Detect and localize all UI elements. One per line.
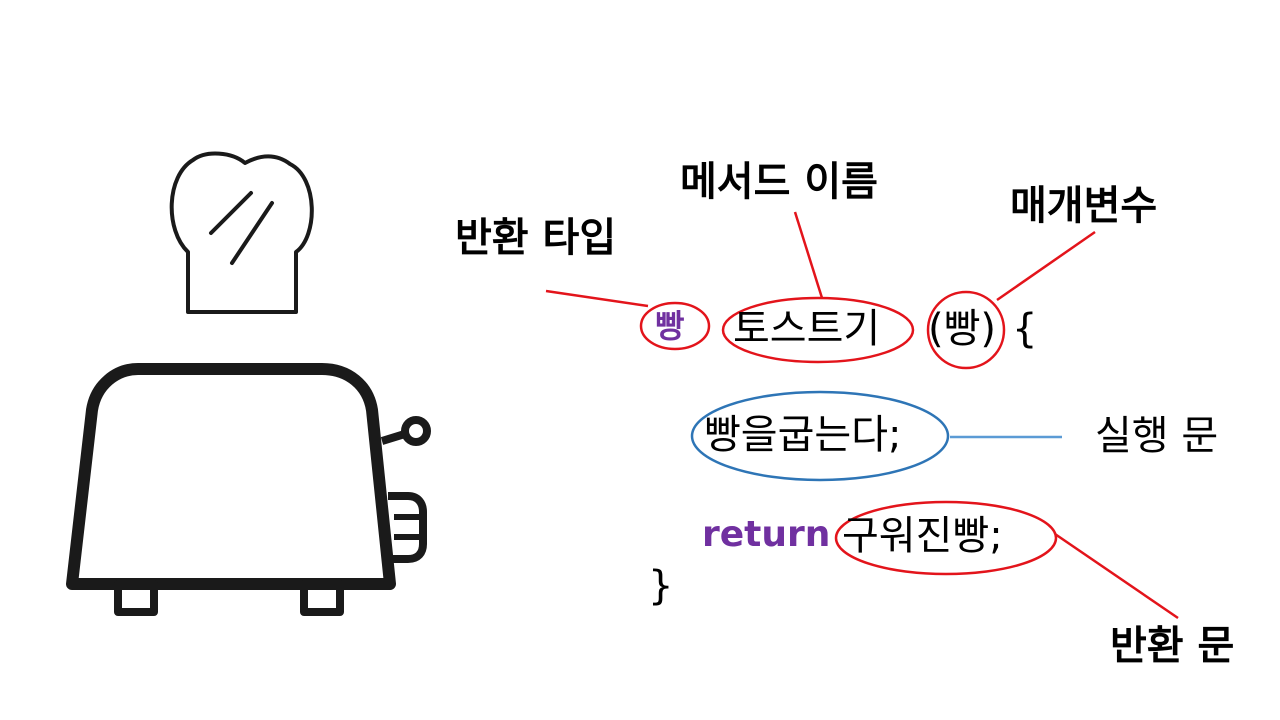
return-type-highlight [639, 301, 711, 351]
code-return-keyword: return [702, 514, 831, 555]
statement-highlight [690, 390, 950, 482]
method-name-label: 메서드 이름 [680, 159, 878, 205]
return-type-connector [545, 289, 649, 308]
code-return-value: 구워진빵; [842, 513, 1003, 559]
parameter-label: 매개변수 [1010, 183, 1158, 229]
parameter-connector [996, 230, 1096, 302]
statement-label: 실행 문 [1095, 413, 1219, 459]
method-name-connector [793, 211, 824, 299]
code-method-name: 토스트기 [733, 306, 881, 352]
code-return-type: 빵 [655, 307, 685, 345]
return-type-label: 반환 타입 [455, 215, 617, 261]
method-name-highlight [721, 296, 915, 364]
parameter-highlight [926, 290, 1006, 370]
toaster-icon [66, 363, 431, 616]
return-value-highlight [834, 500, 1058, 576]
code-statement: 빵을굽는다; [704, 412, 902, 458]
return-statement-connector [1054, 532, 1179, 620]
code-open-brace: { [1012, 306, 1038, 352]
return-statement-label: 반환 문 [1110, 623, 1235, 669]
code-close-brace: } [648, 563, 674, 609]
code-params: (빵) [928, 306, 997, 352]
bread-icon [169, 151, 314, 314]
